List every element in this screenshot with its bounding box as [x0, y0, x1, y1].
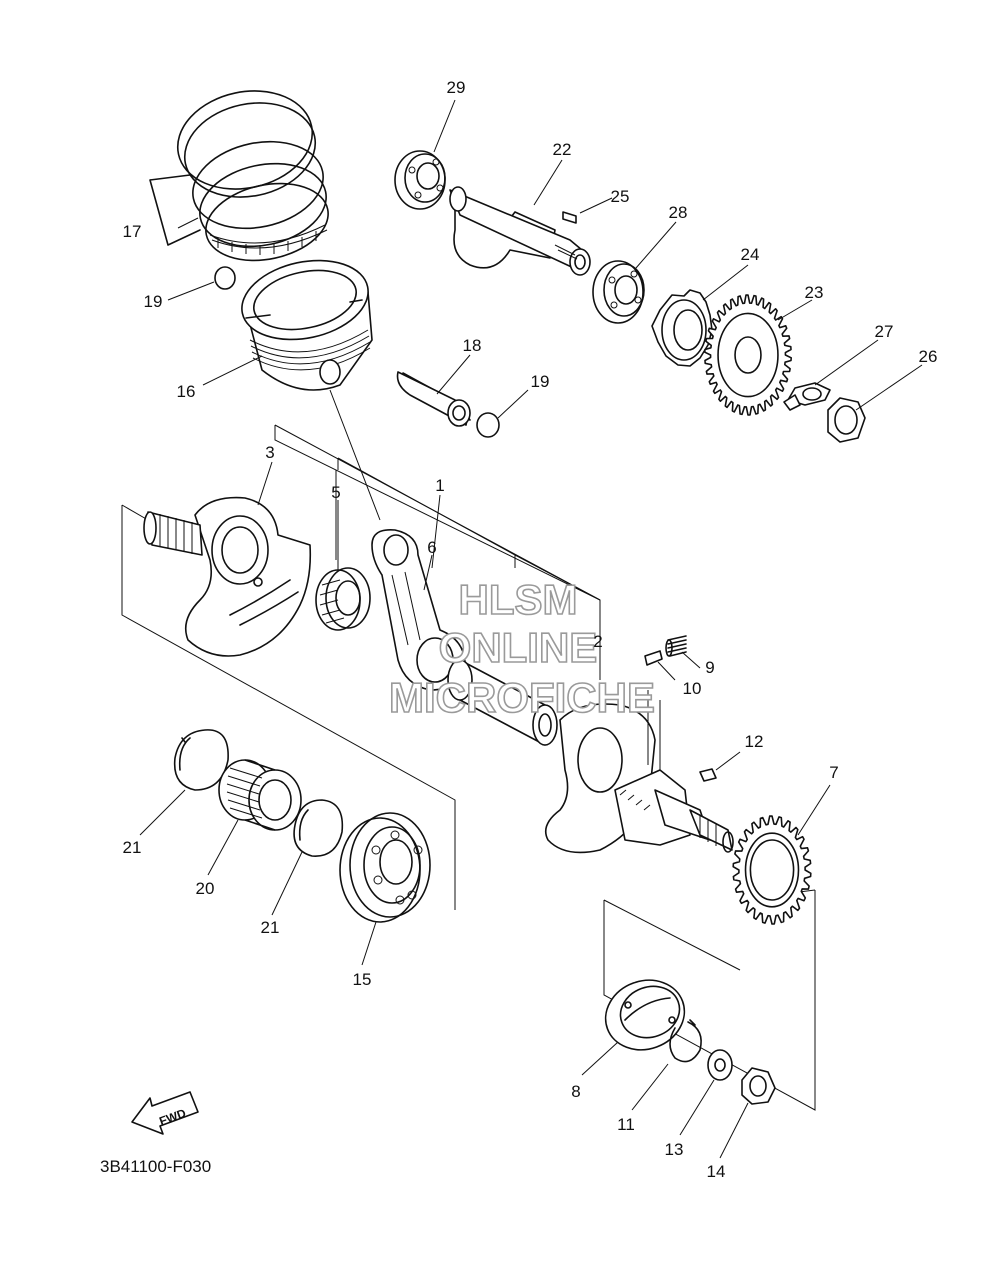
callout-15: 15 — [353, 970, 372, 989]
gear-teeth — [732, 815, 812, 925]
callout-19-lower: 19 — [531, 372, 550, 391]
callout-18: 18 — [463, 336, 482, 355]
callout-11: 11 — [617, 1115, 635, 1134]
callout-21-upper: 21 — [123, 838, 142, 857]
callout-19-upper: 19 — [144, 292, 163, 311]
callout-27: 27 — [875, 322, 894, 341]
spacer-collar — [218, 759, 302, 831]
piston-pin — [396, 371, 471, 427]
circlip — [293, 799, 344, 857]
callout-10: 10 — [683, 679, 702, 698]
circlip-11 — [669, 1019, 702, 1063]
callouts: 29 22 25 28 24 23 27 26 17 19 16 18 19 3… — [123, 78, 938, 1181]
crank-key — [699, 768, 717, 782]
balancer-nut — [827, 397, 866, 443]
callout-7: 7 — [829, 763, 838, 782]
callout-14: 14 — [707, 1162, 726, 1181]
crank-bearing — [339, 812, 431, 923]
needle-bearing — [315, 567, 371, 631]
lock-washer — [783, 382, 831, 411]
watermark-line-3: MICROFICHE — [389, 674, 655, 721]
crank-nut — [741, 1067, 776, 1105]
watermark: HLSM ONLINE MICROFICHE — [388, 575, 656, 722]
callout-12: 12 — [745, 732, 764, 751]
balancer-bearing-right — [592, 260, 645, 324]
callout-3: 3 — [265, 443, 274, 462]
gear-hub — [744, 832, 800, 908]
leader-lines — [139, 99, 923, 1159]
callout-16: 16 — [177, 382, 196, 401]
piston-pin-clip — [476, 412, 500, 438]
primary-drive-gear — [732, 815, 812, 925]
callout-28: 28 — [669, 203, 688, 222]
connecting-rod — [371, 528, 466, 691]
callout-24: 24 — [741, 245, 760, 264]
callout-21-lower: 21 — [261, 918, 280, 937]
callout-2: 2 — [593, 632, 602, 651]
callout-1: 1 — [435, 476, 444, 495]
crank-left — [143, 496, 312, 657]
callout-29: 29 — [447, 78, 466, 97]
callout-9: 9 — [705, 658, 714, 677]
crank-pin — [447, 659, 558, 746]
piston-pin-clip — [214, 266, 236, 290]
watermark-line-2: ONLINE — [439, 624, 598, 671]
callout-8: 8 — [571, 1082, 580, 1101]
diagram-code: 3B41100-F030 — [100, 1157, 211, 1176]
gear-hub — [717, 312, 779, 398]
callout-6: 6 — [427, 538, 436, 557]
callout-26: 26 — [919, 347, 938, 366]
gear-bore — [749, 839, 795, 901]
balancer-drive-gear — [704, 294, 792, 416]
washer — [707, 1049, 733, 1081]
callout-13: 13 — [665, 1140, 684, 1159]
callout-17: 17 — [123, 222, 142, 241]
callout-25: 25 — [611, 187, 630, 206]
piston — [241, 259, 373, 391]
gear-bore — [734, 336, 762, 374]
oil-spring — [665, 635, 687, 657]
callout-23: 23 — [805, 283, 824, 302]
callout-5: 5 — [331, 483, 340, 502]
fwd-arrow-icon: FWD — [131, 1091, 199, 1135]
balancer-key — [562, 211, 577, 224]
callout-22: 22 — [553, 140, 572, 159]
oil-plate — [604, 979, 686, 1051]
balancer-driven-gear — [651, 289, 713, 367]
balancer-bearing — [394, 150, 446, 210]
crank-right — [544, 690, 734, 854]
circlip — [173, 729, 229, 791]
balancer-shaft — [449, 186, 591, 276]
piston-rings — [149, 90, 329, 262]
plunger-pin — [644, 650, 663, 666]
watermark-line-1: HLSM — [459, 576, 578, 623]
callout-20: 20 — [196, 879, 215, 898]
